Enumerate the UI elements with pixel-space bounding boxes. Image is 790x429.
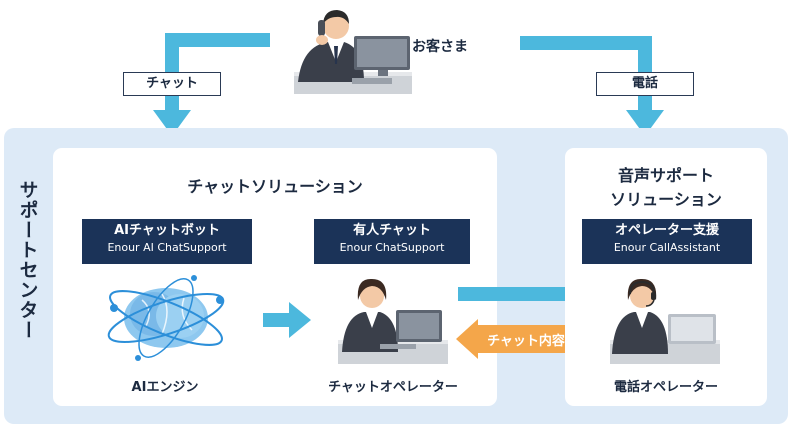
phone-channel-label: 電話 [596, 72, 694, 96]
ai-brain-icon [107, 275, 225, 361]
ai-chatbot-product: Enour AI ChatSupport [107, 241, 227, 254]
ai-to-operator-arrow [263, 302, 311, 338]
chat-reference-label: チャット内容参照 [487, 334, 591, 349]
chat-operator-caption: チャットオペレーター [328, 380, 458, 395]
phone-route-arrowhead [626, 110, 664, 136]
phone-operator-caption: 電話オペレーター [613, 380, 718, 395]
human-chat-badge: 有人チャット Enour ChatSupport [314, 219, 470, 264]
ai-chatbot-name: AIチャットボット [114, 223, 220, 238]
support-center-title: サポートセンター [16, 180, 39, 340]
chat-solution-title: チャットソリューション [187, 177, 363, 196]
customer-illustration [294, 10, 412, 94]
phone-operator-illustration [610, 278, 720, 364]
operator-assist-product: Enour CallAssistant [613, 241, 721, 254]
chat-operator-illustration [338, 278, 448, 364]
chat-channel-label: チャット [123, 72, 221, 96]
ai-engine-caption: AIエンジン [131, 380, 199, 395]
chat-route-arrowhead [153, 110, 191, 136]
ai-chatbot-badge: AIチャットボット Enour AI ChatSupport [82, 219, 252, 264]
operator-assist-badge: オペレーター支援 Enour CallAssistant [582, 219, 752, 264]
voice-solution-title-line2: ソリューション [610, 190, 722, 209]
voice-solution-title-line1: 音声サポート [617, 166, 714, 185]
customer-label: お客さま [412, 39, 468, 55]
human-chat-name: 有人チャット [353, 223, 431, 238]
operator-assist-name: オペレーター支援 [614, 223, 719, 238]
human-chat-product: Enour ChatSupport [339, 241, 445, 254]
